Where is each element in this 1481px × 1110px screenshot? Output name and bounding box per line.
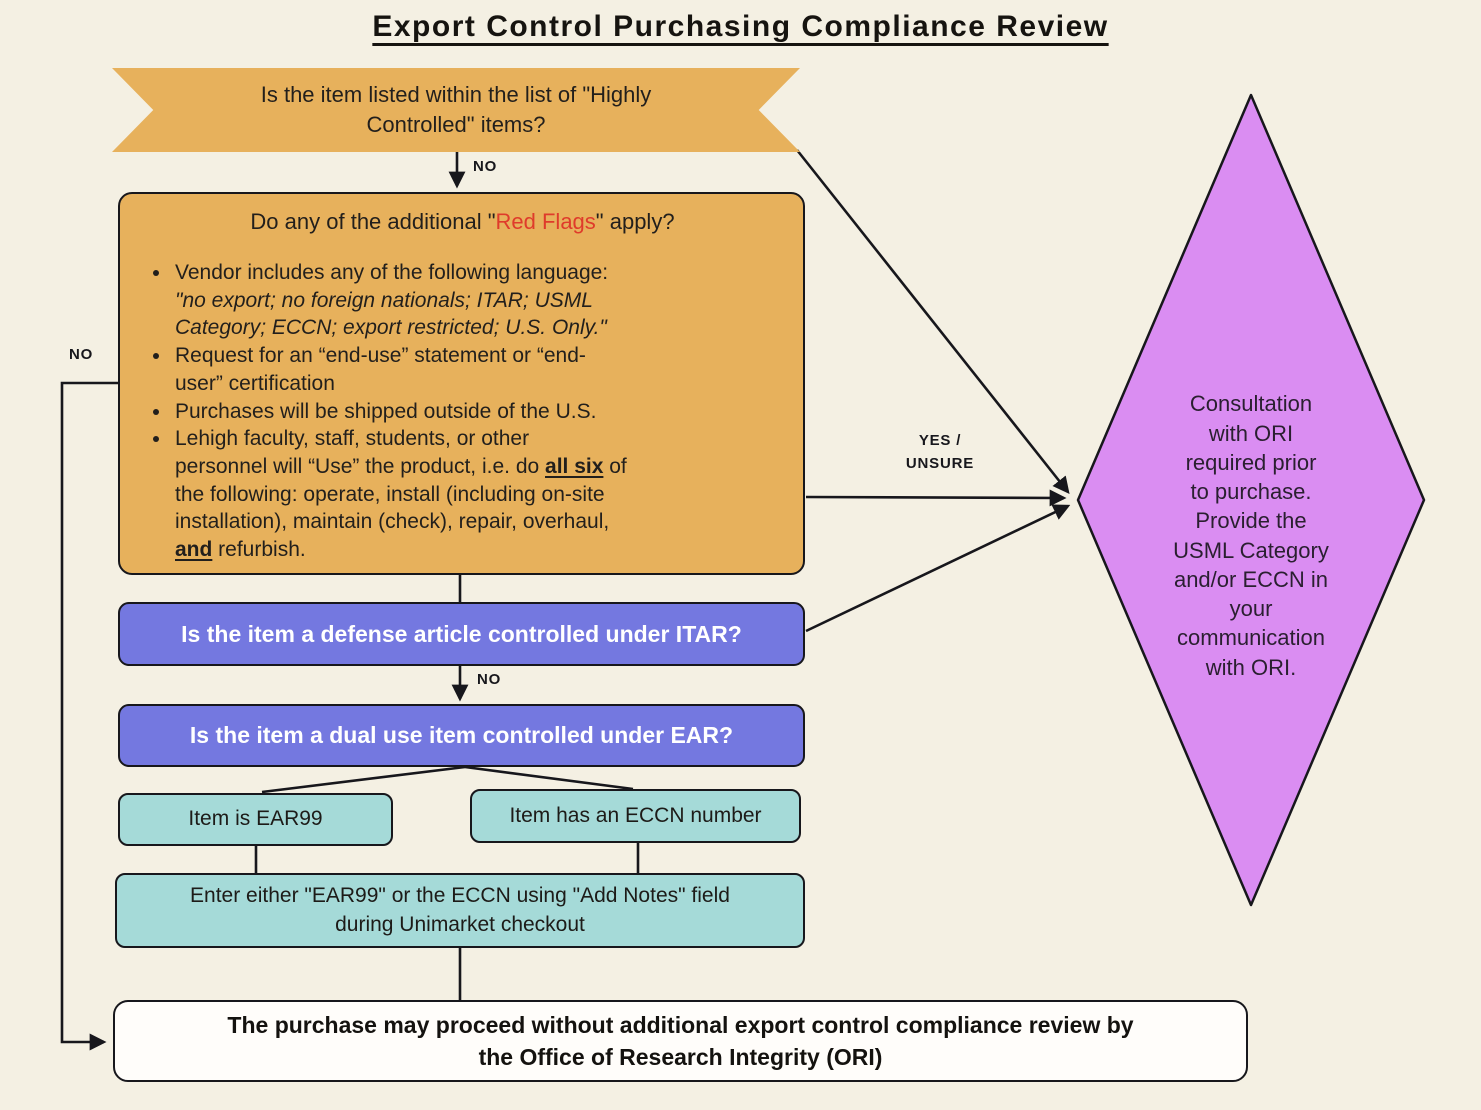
node-proceed-terminal: The purchase may proceed without additio…	[113, 1000, 1248, 1082]
text-segment: "no export; no foreign nationals; ITAR; …	[175, 288, 607, 340]
edge-label-yes-unsure: YES / UNSURE	[905, 432, 975, 472]
text-segment: and	[175, 538, 213, 562]
edge-redflags-no-bypass	[60, 381, 118, 1051]
edge-ear-to-eccn	[464, 765, 634, 791]
node-ear99-outcome: Item is EAR99	[118, 793, 393, 846]
page-title: Export Control Purchasing Compliance Rev…	[0, 10, 1481, 44]
text-segment: Lehigh faculty, staff, students, or othe…	[175, 427, 540, 479]
edge-label-no-banner: NO	[473, 158, 498, 175]
red-flags-bullet: Request for an “end-use” statement or “e…	[172, 342, 785, 397]
node-ear-question-text: Is the item a dual use item controlled u…	[189, 722, 734, 748]
node-enter-notes-text: Enter either "EAR99" or the ECCN using "…	[190, 884, 730, 936]
consultation-diamond-shape	[1076, 93, 1426, 907]
text-segment: of the following: operate, install (incl…	[175, 455, 627, 534]
node-proceed-terminal-text: The purchase may proceed without additio…	[227, 1011, 1134, 1070]
edge-redflags-to-diamond	[805, 489, 1067, 507]
text-segment: Purchases will be shipped outside of the…	[175, 399, 597, 423]
text-segment: all six	[545, 455, 604, 479]
text-segment: Vendor includes any of the following lan…	[175, 261, 609, 284]
node-red-flags: Do any of the additional "Red Flags" app…	[118, 192, 805, 575]
node-highly-controlled: Is the item listed within the list of "H…	[112, 68, 800, 152]
red-flags-heading: Do any of the additional "Red Flags" app…	[140, 209, 785, 235]
node-consultation-text: Consultation with ORI required prior to …	[1136, 360, 1366, 682]
red-flags-heading-suffix: " apply?	[595, 209, 675, 234]
red-flags-bullet-list: Vendor includes any of the following lan…	[140, 259, 785, 564]
node-enter-notes: Enter either "EAR99" or the ECCN using "…	[115, 873, 805, 948]
edge-ear-to-ear99	[261, 765, 466, 794]
edge-label-no-itar: NO	[477, 671, 502, 688]
red-flags-heading-prefix: Do any of the additional "	[250, 209, 496, 234]
edge-banner-to-diamond	[795, 149, 1070, 494]
node-ear-question: Is the item a dual use item controlled u…	[118, 704, 805, 767]
node-ear99-outcome-text: Item is EAR99	[188, 807, 323, 831]
edge-itar-to-diamond	[805, 504, 1071, 633]
node-itar-question: Is the item a defense article controlled…	[118, 602, 805, 666]
node-eccn-outcome: Item has an ECCN number	[470, 789, 801, 843]
node-consultation-text-content: Consultation with ORI required prior to …	[1173, 391, 1329, 680]
text-segment: Request for an “end-use” statement or “e…	[175, 344, 586, 395]
page-title-text: Export Control Purchasing Compliance Rev…	[372, 10, 1109, 43]
node-itar-question-text: Is the item a defense article controlled…	[181, 620, 742, 647]
edge-label-no-left-bypass: NO	[68, 346, 94, 363]
red-flags-bullet: Lehigh faculty, staff, students, or othe…	[172, 425, 785, 564]
node-eccn-outcome-text: Item has an ECCN number	[509, 803, 762, 827]
red-flags-bullet: Vendor includes any of the following lan…	[172, 259, 785, 342]
red-flags-highlight: Red Flags	[495, 209, 596, 234]
text-segment: refurbish.	[212, 538, 306, 562]
red-flags-bullet: Purchases will be shipped outside of the…	[172, 398, 785, 426]
node-highly-controlled-text: Is the item listed within the list of "H…	[260, 82, 652, 137]
